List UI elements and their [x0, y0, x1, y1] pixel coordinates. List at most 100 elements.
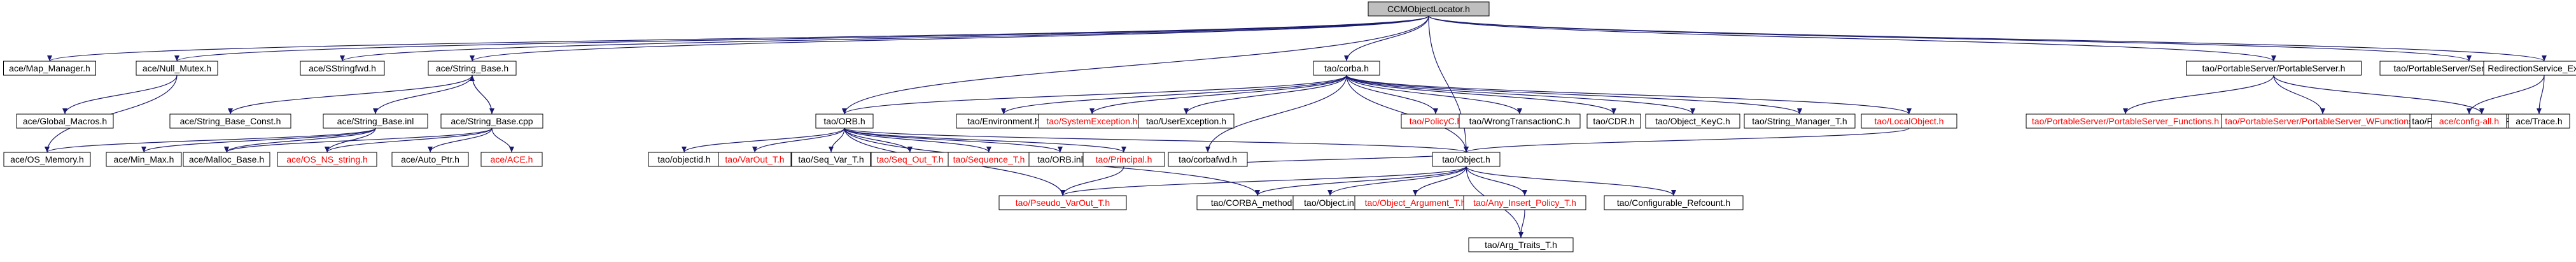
node-pseudo-varout[interactable]: tao/Pseudo_VarOut_T.h: [998, 195, 1127, 210]
node-box: [1604, 195, 1744, 210]
node-label: RedirectionService_Export.h: [2488, 63, 2576, 73]
edge-orb-to-object: [844, 127, 1469, 153]
node-label: tao/PortableServer/PortableServer_WFunct…: [2225, 116, 2420, 126]
node-label: tao/String_Manager_T.h: [1752, 116, 1847, 126]
edge-corba-to-object_keyc: [1346, 75, 1695, 115]
node-ps-functions[interactable]: tao/PortableServer/PortableServer_Functi…: [2026, 113, 2225, 129]
node-systemexception[interactable]: tao/SystemException.h: [1038, 113, 1146, 129]
node-ps-portableserver[interactable]: tao/PortableServer/PortableServer.h: [2186, 61, 2362, 76]
node-sequence-t[interactable]: tao/Sequence_T.h: [948, 152, 1030, 167]
node-corba-methods[interactable]: tao/CORBA_methods.h: [1196, 195, 1319, 210]
node-label: ace/Auto_Ptr.h: [401, 154, 459, 164]
node-orb[interactable]: tao/ORB.h: [815, 113, 874, 129]
node-label: tao/SystemException.h: [1046, 116, 1137, 126]
node-label: tao/VarOut_T.h: [725, 154, 784, 164]
node-box: [2186, 61, 2362, 76]
node-box: [1368, 1, 1490, 17]
node-label: tao/Arg_Traits_T.h: [1485, 240, 1557, 250]
node-string-base-const[interactable]: ace/String_Base_Const.h: [169, 113, 291, 129]
node-label: ace/OS_Memory.h: [10, 154, 84, 164]
node-label: ace/OS_NS_string.h: [286, 154, 368, 164]
node-label: tao/UserException.h: [1146, 116, 1226, 126]
node-sstringfwd[interactable]: ace/SStringfwd.h: [300, 61, 385, 76]
node-localobject[interactable]: tao/LocalObject.h: [1861, 113, 1957, 129]
node-cdr[interactable]: tao/CDR.h: [1586, 113, 1641, 129]
node-box: [1082, 152, 1165, 167]
node-redirection-export[interactable]: RedirectionService_Export.h: [2483, 61, 2576, 76]
edge-string_base_cpp-to-ace_h: [491, 127, 514, 153]
node-label: tao/PolicyC.h: [1410, 116, 1462, 126]
node-seq-out-t[interactable]: tao/Seq_Out_T.h: [871, 152, 949, 167]
node-varout-t[interactable]: tao/VarOut_T.h: [718, 152, 792, 167]
edge-any_insert_policy-to-arg_traits: [1518, 209, 1525, 238]
node-os-ns-string[interactable]: ace/OS_NS_string.h: [277, 152, 377, 167]
node-min-max[interactable]: ace/Min_Max.h: [106, 152, 182, 167]
node-root[interactable]: CCMObjectLocator.h: [1368, 1, 1490, 17]
node-global-macros[interactable]: ace/Global_Macros.h: [16, 113, 114, 129]
node-ps-wfunctions[interactable]: tao/PortableServer/PortableServer_WFunct…: [2221, 113, 2425, 129]
node-box: [277, 152, 377, 167]
node-box: [3, 61, 96, 76]
edge-string_base_cpp-to-os_ns_string: [325, 127, 493, 153]
node-arg-traits[interactable]: tao/Arg_Traits_T.h: [1468, 237, 1574, 252]
edge-corba-to-wrongtransactionc: [1346, 75, 1522, 115]
edge-orb-to-seq_var_t: [829, 127, 845, 153]
node-seq-var-t[interactable]: tao/Seq_Var_T.h: [791, 152, 871, 167]
node-userexception[interactable]: tao/UserException.h: [1138, 113, 1235, 129]
edge-root-to-orb: [842, 15, 1429, 115]
node-object[interactable]: tao/Object.h: [1432, 152, 1501, 167]
node-label: tao/ORB.h: [823, 116, 865, 126]
node-string-base-cpp[interactable]: ace/String_Base.cpp: [440, 113, 543, 129]
edge-root-to-map_manager: [47, 15, 1429, 62]
edge-orb-to-varout_t: [752, 127, 845, 153]
node-box: [169, 113, 291, 129]
node-ace-h[interactable]: ace/ACE.h: [480, 152, 543, 167]
node-box: [428, 61, 517, 76]
node-map-manager[interactable]: ace/Map_Manager.h: [3, 61, 96, 76]
node-configurable-refcount[interactable]: tao/Configurable_Refcount.h: [1604, 195, 1744, 210]
node-malloc-base[interactable]: ace/Malloc_Base.h: [183, 152, 270, 167]
edge-corba-to-systemexception: [1089, 75, 1347, 115]
edge-corba-to-userexception: [1184, 75, 1347, 115]
edge-corba-to-corbafwd: [1205, 75, 1347, 153]
edge-root-to-ps_servantlocatorc: [1428, 15, 2472, 62]
node-box: [1313, 61, 1380, 76]
node-os-memory[interactable]: ace/OS_Memory.h: [3, 152, 91, 167]
node-corbafwd[interactable]: tao/corbafwd.h: [1168, 152, 1248, 167]
edge-corba-to-cdr: [1346, 75, 1616, 115]
node-object-argument[interactable]: tao/Object_Argument_T.h: [1354, 195, 1476, 210]
node-label: ace/String_Base.h: [436, 63, 508, 73]
edge-string_base-to-string_base_const: [228, 75, 473, 115]
edge-corba-to-localobject: [1346, 75, 1912, 115]
edge-string_base-to-string_base_inl: [373, 75, 473, 115]
node-box: [391, 152, 469, 167]
node-config-all[interactable]: ace/config-all.h: [2431, 113, 2507, 129]
node-object-inl[interactable]: tao/Object.inl: [1292, 195, 1368, 210]
node-string-base[interactable]: ace/String_Base.h: [428, 61, 517, 76]
node-orb-inl[interactable]: tao/ORB.inl: [1028, 152, 1092, 167]
node-label: ace/Global_Macros.h: [23, 116, 107, 126]
node-string-base-inl[interactable]: ace/String_Base.inl: [323, 113, 428, 129]
edge-string_base_cpp-to-malloc_base: [224, 127, 493, 153]
node-policyc[interactable]: tao/PolicyC.h: [1401, 113, 1471, 129]
edge-localobject-to-object: [1464, 127, 1910, 153]
node-trace[interactable]: ace/Trace.h: [2508, 113, 2570, 129]
node-objectid[interactable]: tao/objectid.h: [648, 152, 720, 167]
node-principal[interactable]: tao/Principal.h: [1082, 152, 1165, 167]
node-box: [718, 152, 792, 167]
node-corba[interactable]: tao/corba.h: [1313, 61, 1380, 76]
node-wrongtransactionc[interactable]: tao/WrongTransactionC.h: [1459, 113, 1581, 129]
node-environment[interactable]: tao/Environment.h: [956, 113, 1051, 129]
node-null-mutex[interactable]: ace/Null_Mutex.h: [136, 61, 218, 76]
node-label: tao/Seq_Var_T.h: [798, 154, 864, 164]
node-string-manager-t[interactable]: tao/String_Manager_T.h: [1744, 113, 1856, 129]
node-any-insert-policy[interactable]: tao/Any_Insert_Policy_T.h: [1463, 195, 1586, 210]
node-label: tao/Object.h: [1442, 154, 1490, 164]
edge-orb-to-seq_out_t: [844, 127, 913, 153]
edge-corba-to-orb: [842, 75, 1347, 115]
edge-string_base_inl-to-min_max: [141, 127, 376, 153]
node-label: ace/ACE.h: [491, 154, 533, 164]
node-object-keyc[interactable]: tao/Object_KeyC.h: [1645, 113, 1740, 129]
node-auto-ptr[interactable]: ace/Auto_Ptr.h: [391, 152, 469, 167]
edge-redirection_export-to-trace: [2537, 75, 2545, 115]
